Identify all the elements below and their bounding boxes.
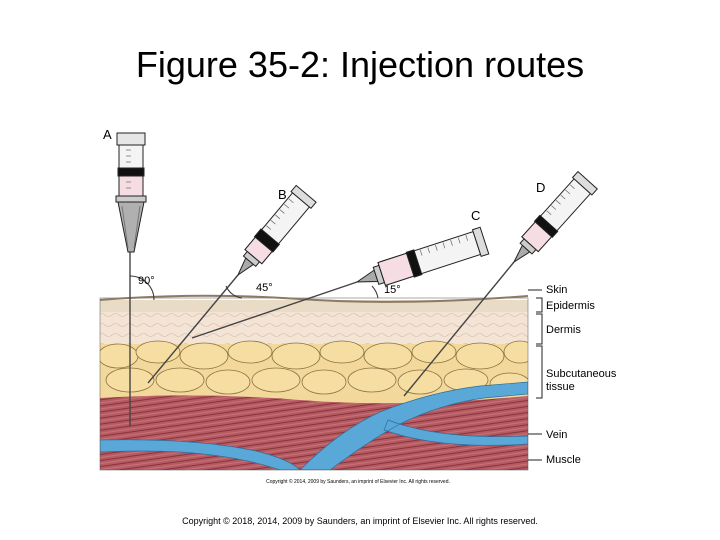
syringe-b [236,184,317,277]
syringe-label-b: B [278,187,287,202]
label-vein: Vein [546,429,567,441]
label-epidermis: Epidermis [546,300,595,312]
syringe-c [355,226,490,287]
syringe-a [115,132,147,253]
syringe-label-a: A [103,127,112,142]
syringe-d [512,170,598,264]
angle-label-90: 90° [138,275,155,287]
dermis-layer [100,312,528,344]
label-dermis: Dermis [546,324,581,336]
label-muscle: Muscle [546,454,581,466]
slide-title: Figure 35-2: Injection routes [135,44,585,85]
copyright-footer: Copyright © 2018, 2014, 2009 by Saunders… [182,516,538,526]
subcutaneous-fat-layer [100,340,528,396]
needle-b [147,274,239,384]
skin-surface [99,294,529,303]
label-tissue: tissue [546,381,575,393]
syringe-label-d: D [536,180,545,195]
syringe-label-c: C [471,208,480,223]
needles [129,252,515,426]
needle-c [191,281,358,339]
epidermis-layer [100,300,528,314]
label-skin: Skin [546,284,567,296]
label-subcutaneous: Subcutaneous [546,368,617,380]
tissue-block [100,300,528,470]
image-credit: Copyright © 2014, 2009 by Saunders, an i… [266,478,450,485]
angle-label-45: 45° [256,282,273,294]
angle-arcs [129,275,379,301]
layer-brackets [528,289,543,461]
angle-label-15: 15° [384,284,401,296]
needle-d [403,261,515,397]
